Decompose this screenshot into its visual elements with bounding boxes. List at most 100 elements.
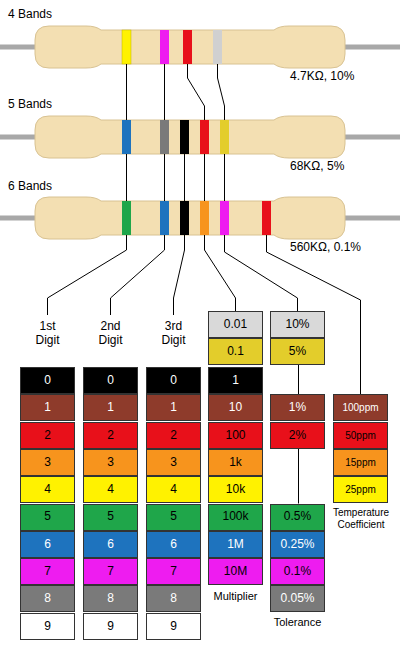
color-cell: 0.1 [208,338,263,365]
resistor-symbol [180,120,189,154]
column-heading: 2nd Digit [89,320,132,348]
cell-value: 2% [289,429,306,442]
resistor-caption: 6 Bands [8,180,98,194]
color-cell: 8 [83,585,138,612]
cell-value: 4 [107,483,114,496]
cell-value: 7 [170,565,177,578]
resistor-symbol [122,30,131,64]
color-cell: 2% [270,422,325,449]
cell-value: 4 [44,483,51,496]
cell-value: 1% [289,401,306,414]
resistor-symbol [160,120,169,154]
cell-value: 5 [44,510,51,523]
color-cell: 1 [208,367,263,394]
cell-value: 0.1 [227,345,244,358]
resistor-symbol [180,201,189,235]
color-cell: 5 [20,504,75,531]
cell-value: 1 [107,401,114,414]
cell-value: 4 [170,483,177,496]
color-cell: 1M [208,531,263,558]
leader-line [174,235,185,315]
color-cell: 0.25% [270,531,325,558]
color-cell: 6 [83,531,138,558]
cell-value: 0.1% [284,565,311,578]
cell-value: 0 [170,374,177,387]
cell-value: 10k [226,483,245,496]
resistor-symbol [200,201,209,235]
leader-line [126,64,127,120]
color-cell: 100ppm [333,394,388,421]
cell-value: 0.5% [284,510,311,523]
color-cell: 8 [20,585,75,612]
leader-line [225,235,298,311]
cell-value: 15ppm [345,457,376,468]
color-cell: 3 [83,449,138,476]
color-cell: 5 [146,504,201,531]
resistor-symbol [0,197,400,239]
color-cell: 6 [20,531,75,558]
color-cell: 0 [146,367,201,394]
cell-value: 0 [107,374,114,387]
cell-value: 1 [44,401,51,414]
resistor-caption: 5 Bands [8,98,98,112]
cell-value: 25ppm [345,484,376,495]
cell-value: 0 [44,374,51,387]
resistor-caption: 68KΩ, 5% [290,160,396,174]
color-cell: 4 [83,476,138,503]
color-cell: 1k [208,449,263,476]
cell-value: 8 [170,592,177,605]
cell-value: 2 [170,429,177,442]
resistor-symbol [200,120,209,154]
color-cell: 2 [20,422,75,449]
color-cell: 0 [20,367,75,394]
column-heading: Temperature Coefficient [326,507,396,530]
cell-value: 100ppm [342,402,378,413]
cell-value: 100k [222,510,248,523]
cell-value: 1M [227,538,244,551]
cell-value: 1k [229,456,242,469]
resistor-symbol [0,26,400,68]
connector-line [298,365,299,394]
color-cell: 1% [270,394,325,421]
color-cell: 1 [83,394,138,421]
cell-value: 10M [224,565,247,578]
color-cell: 10k [208,476,263,503]
leader-line [164,154,165,201]
cell-value: 9 [170,620,177,633]
cell-value: 5 [107,510,114,523]
cell-value: 6 [170,538,177,551]
cell-value: 0.05% [280,592,314,605]
color-cell: 7 [146,558,201,585]
color-cell: 10% [270,311,325,338]
color-cell: 4 [146,476,201,503]
color-cell: 1 [20,394,75,421]
resistor-caption: 4 Bands [8,8,98,22]
color-cell: 0.1% [270,558,325,585]
resistor-caption: 4.7KΩ, 10% [290,70,396,84]
color-cell: 0.05% [270,585,325,612]
cell-value: 10 [229,401,242,414]
color-cell: 1 [146,394,201,421]
resistor-symbol [183,30,192,64]
color-cell: 0.5% [270,504,325,531]
cell-value: 9 [44,620,51,633]
cell-value: 5 [170,510,177,523]
cell-value: 3 [107,456,114,469]
color-cell: 2 [146,422,201,449]
color-cell: 3 [20,449,75,476]
cell-value: 3 [170,456,177,469]
leader-line [184,154,185,201]
color-cell: 7 [83,558,138,585]
cell-value: 100 [225,429,245,442]
column-heading: 1st Digit [26,320,69,348]
color-cell: 10M [208,558,263,585]
color-cell: 50ppm [333,422,388,449]
cell-value: 5% [289,345,306,358]
color-cell: 0 [83,367,138,394]
cell-value: 1 [170,401,177,414]
connector-line [298,449,299,504]
color-cell: 7 [20,558,75,585]
cell-value: 2 [44,429,51,442]
